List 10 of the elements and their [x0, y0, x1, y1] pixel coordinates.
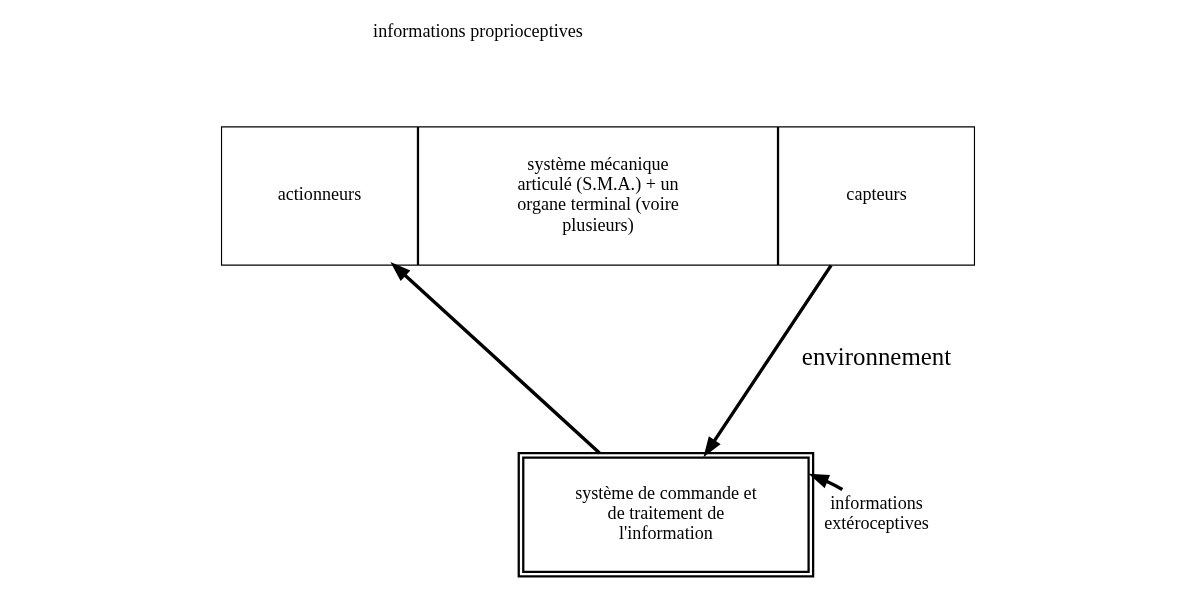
node-box: système de commande et de traitement de l'information [517, 451, 815, 578]
label: environnement [801, 343, 952, 371]
label: informations proprioceptives [373, 21, 583, 42]
node-box: capteurs [778, 126, 976, 266]
node-box: système mécanique articulé (S.M.A.) + un organe terminal (voire plusieurs) [417, 126, 779, 266]
arrow [703, 264, 833, 458]
arrow [808, 473, 844, 492]
arrow [390, 261, 601, 455]
node-text: informations extéroceptives [824, 492, 929, 534]
node-box: actionneurs [220, 126, 418, 266]
